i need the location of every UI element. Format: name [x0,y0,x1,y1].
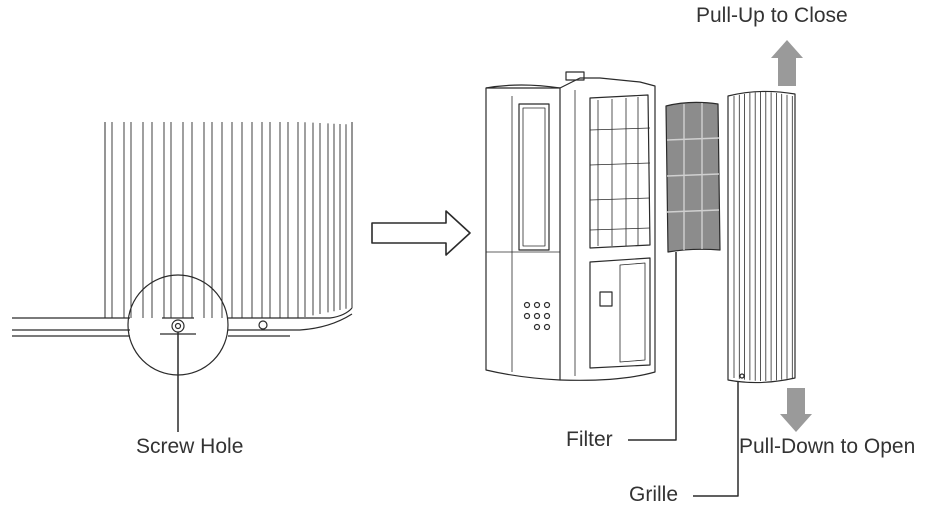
up-arrow-icon [771,40,803,86]
filter-panel [628,101,721,441]
screw-hole-icon [171,319,185,333]
pull-down-label: Pull-Down to Open [739,435,916,458]
unit-base-closeup [12,122,353,432]
front-grille [693,90,796,497]
screw-hole-label: Screw Hole [136,435,244,458]
grille-label: Grille [629,483,679,506]
grille-fins [104,122,353,318]
pull-up-label: Pull-Up to Close [696,4,848,27]
grille-slats [733,92,793,381]
ac-unit-body [485,71,656,381]
right-arrow-outline-icon [371,210,471,256]
intake-grid [589,97,651,246]
grille-leader [693,382,739,497]
filter-label: Filter [566,428,613,451]
down-arrow-icon [780,388,812,432]
control-buttons [523,301,551,331]
filter-leader [628,252,677,441]
